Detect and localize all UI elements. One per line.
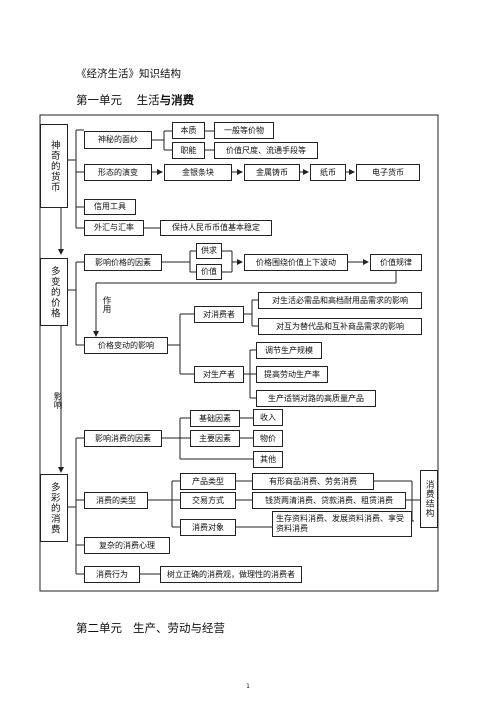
consumption-types-box: 消费的类型 [84, 492, 148, 509]
value-box: 价值 [196, 264, 222, 280]
consumer-box: 对消费者 [194, 306, 244, 323]
unit2-heading: 第二单元 生产、劳动与经营 [76, 620, 225, 636]
producer-effect-2: 提高劳动生产率 [256, 366, 328, 383]
mystery-box: 神秘的面纱 [84, 131, 152, 149]
function-box: 职能 [172, 142, 205, 159]
price-box: 物价 [253, 430, 283, 447]
unit1-name-b: 与消费 [159, 93, 195, 107]
essence-box: 本质 [172, 122, 205, 139]
lesson1-title: 神奇的货币 [40, 124, 68, 208]
consumption-factors-box: 影响消费的因素 [84, 430, 162, 447]
consumption-object-box: 消费对象 [180, 519, 236, 536]
essence-value: 一般等价物 [214, 122, 274, 139]
page-number: 1 [246, 683, 250, 690]
product-type-box: 产品类型 [180, 473, 236, 490]
form-paper: 纸币 [310, 164, 346, 181]
fx-box: 外汇与汇率 [84, 220, 144, 236]
consumer-effect-2: 对互为替代品和互补商品需求的影响 [258, 318, 422, 335]
document-title: 《经济生活》知识结构 [76, 68, 181, 80]
consumer-effect-1: 对生活必需品和高档耐用品需求的影响 [258, 292, 422, 309]
fx-value: 保持人民币币值基本稳定 [160, 220, 272, 236]
main-factor-box: 主要因素 [190, 430, 240, 447]
fluctuation-box: 价格围绕价值上下波动 [244, 254, 348, 271]
unit2-label: 第二单元 [76, 621, 122, 635]
trade-mode-box: 交易方式 [180, 492, 236, 509]
lesson3-title: 多彩的消费 [40, 474, 68, 542]
form-electronic: 电子货币 [356, 164, 420, 181]
lesson2-title: 多变的价格 [40, 258, 68, 326]
action-label: 作用 [101, 296, 111, 313]
income-box: 收入 [253, 409, 283, 426]
forms-box: 形态的演变 [84, 164, 152, 181]
price-factors-box: 影响价格的因素 [84, 254, 162, 271]
other-box: 其他 [253, 451, 283, 468]
unit2-name: 生产、劳动与经营 [132, 621, 225, 635]
consumption-object-value: 生存资料消费、发展资料消费、享受资料消费 [272, 511, 412, 537]
consumption-structure-box: 消费结构 [420, 470, 438, 528]
product-type-value: 有形商品消费、劳务消费 [252, 473, 374, 490]
unit1-label: 第一单元 [76, 93, 122, 107]
unit1-name-a: 生活 [136, 93, 160, 107]
function-value: 价值尺度、流通手段等 [214, 142, 318, 159]
consumer-behavior-box: 消费行为 [84, 566, 140, 583]
supply-box: 供求 [196, 243, 222, 259]
producer-box: 对生产者 [194, 366, 244, 383]
consumer-behavior-value: 树立正确的消费观，做理性的消费者 [160, 566, 302, 583]
producer-effect-1: 调节生产规模 [256, 342, 322, 359]
form-coins: 金属铸币 [244, 164, 300, 181]
credit-box: 信用工具 [84, 199, 136, 215]
price-impact-box: 价格变动的影响 [84, 337, 168, 354]
form-gold-silver: 金银条块 [164, 164, 232, 181]
influence-label: 影响 [52, 392, 62, 409]
value-law-box: 价值规律 [370, 254, 422, 271]
consumer-psychology-box: 复杂的消费心理 [84, 537, 170, 554]
trade-mode-value: 钱货两清消费、贷款消费、租赁消费 [252, 492, 406, 509]
producer-effect-3: 生产适销对路的高质量产品 [256, 390, 376, 407]
unit1-heading: 第一单元 生活与消费 [76, 92, 194, 108]
basic-factor-box: 基础因素 [190, 410, 240, 427]
